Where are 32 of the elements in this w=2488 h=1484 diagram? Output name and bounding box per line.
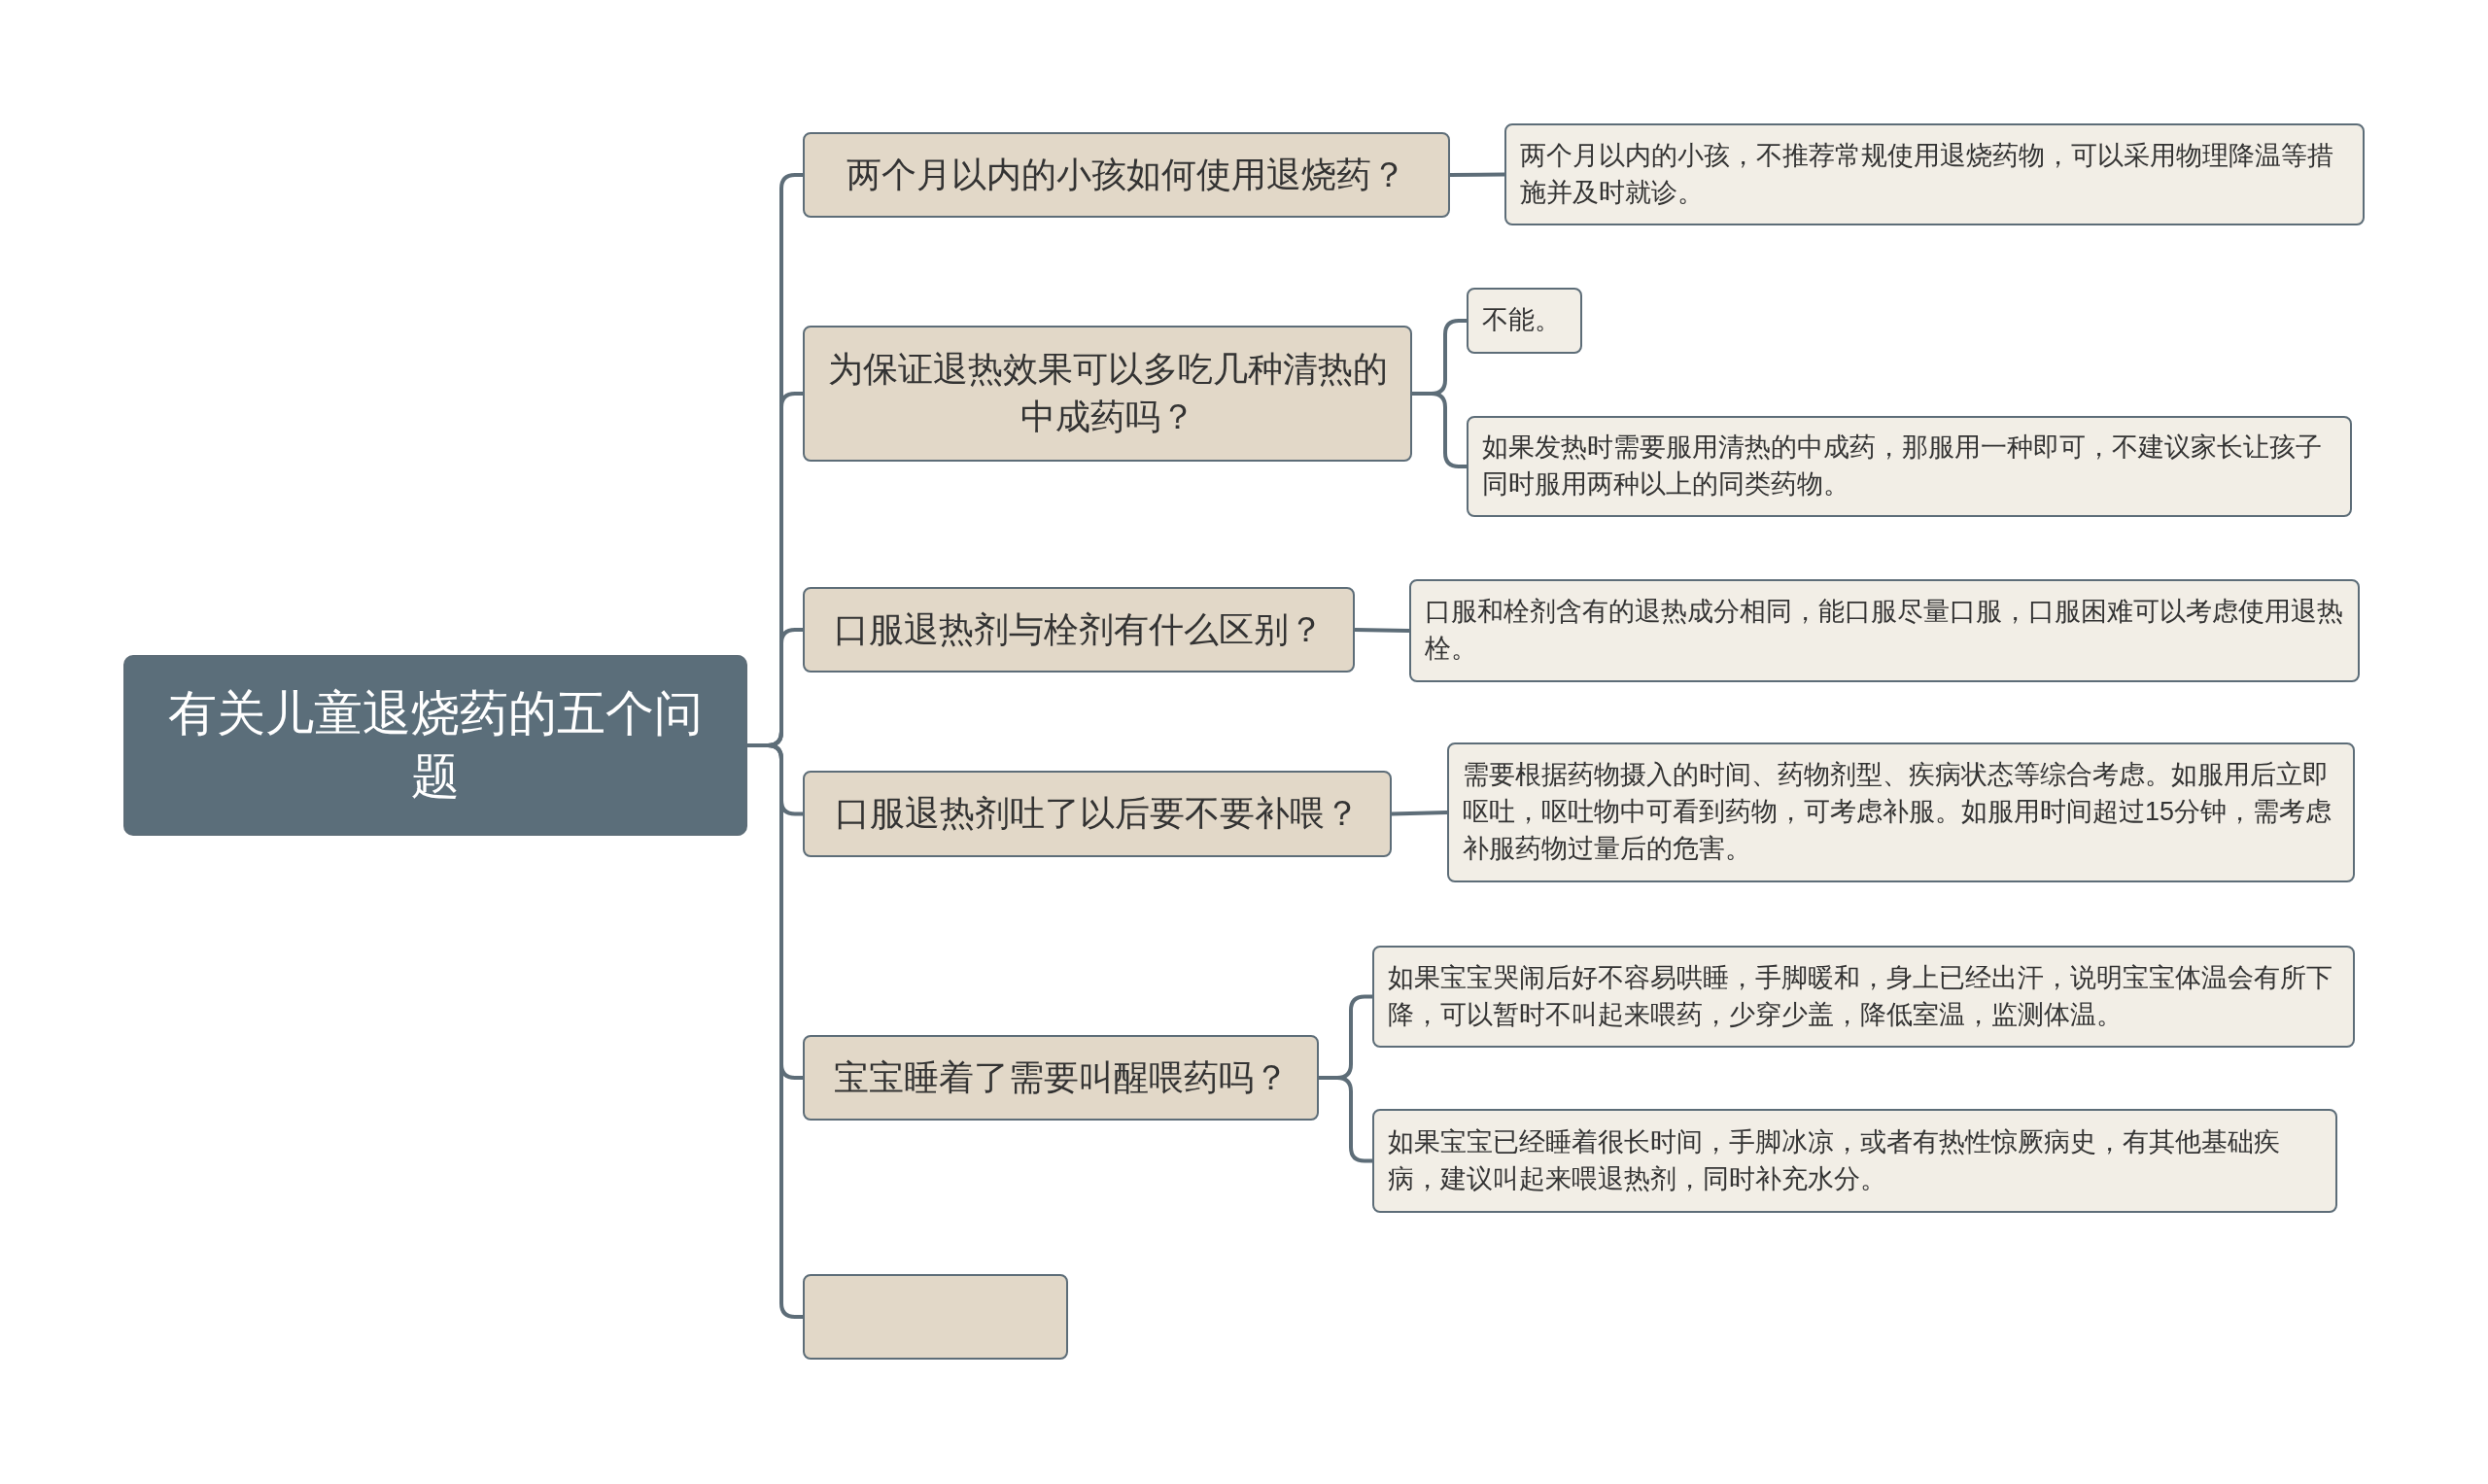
answer-box [1409,579,2360,682]
question-text: 口服退热剂吐了以后要不要补喂？ [835,792,1360,836]
connector-line [1354,628,1410,633]
answer-box [1447,742,2355,882]
answer-box [1467,288,1582,354]
answer-box [1372,1109,2337,1213]
connector-line [1319,1076,1372,1163]
question-text: 宝宝睡着了需要叫醒喂药吗？ [833,1055,1289,1099]
question-box [803,326,1412,462]
answer-text: 如果宝宝已经睡着很长时间，手脚冰凉，或者有热性惊厥病史，有其他基础疾病，建议叫起来喂退热剂，同时补充水分。 [1388,1125,2281,1195]
answer-text: 如果发热时需要服用清热的中成药，那服用一种即可，不建议家长让孩子同时服用两种以上的同类药物。 [1482,431,2323,500]
answer-text: 不能。 [1482,304,1561,337]
question-box [803,771,1392,857]
answer-text: 需要根据药物摄入的时间、药物剂型、疾病状态等综合考虑。如服用后立即呕吐，呕吐物中可看到药物，可考虑补服。如服用时间超过15分钟，需考虑补服药物过量后的危害。 [1463,759,2333,865]
question-text: 口服退热剂与栓剂有什么区别？ [834,607,1324,651]
connector-line [1412,392,1467,468]
central-topic-box [123,655,747,836]
question-box [803,587,1355,673]
central-topic-text: 有关儿童退烧药的五个问题 [167,685,704,806]
answer-text: 如果宝宝哭闹后好不容易哄睡，手脚暖和，身上已经出汗，说明宝宝体温会有所下降，可以暂时不叫起来喂药，少穿少盖，降低室温，监测体温。 [1388,961,2333,1031]
answer-box [1372,946,2355,1048]
answer-box [1504,123,2365,225]
answer-text: 两个月以内的小孩，不推荐常规使用退烧药物，可以采用物理降温等措施并及时就诊。 [1520,139,2334,209]
connector-line [1449,172,1505,177]
question-text: 两个月以内的小孩如何使用退烧药？ [847,153,1406,196]
question-box [803,1035,1319,1121]
question-text: 为保证退热效果可以多吃几种清热的中成药吗？ [826,348,1389,438]
question-box [803,132,1450,218]
connector-line [1391,811,1448,816]
topic-box [803,1274,1068,1360]
answer-text: 口服和栓剂含有的退热成分相同，能口服尽量口服，口服困难可以考虑使用退热栓。 [1425,596,2344,665]
answer-box [1467,416,2352,517]
